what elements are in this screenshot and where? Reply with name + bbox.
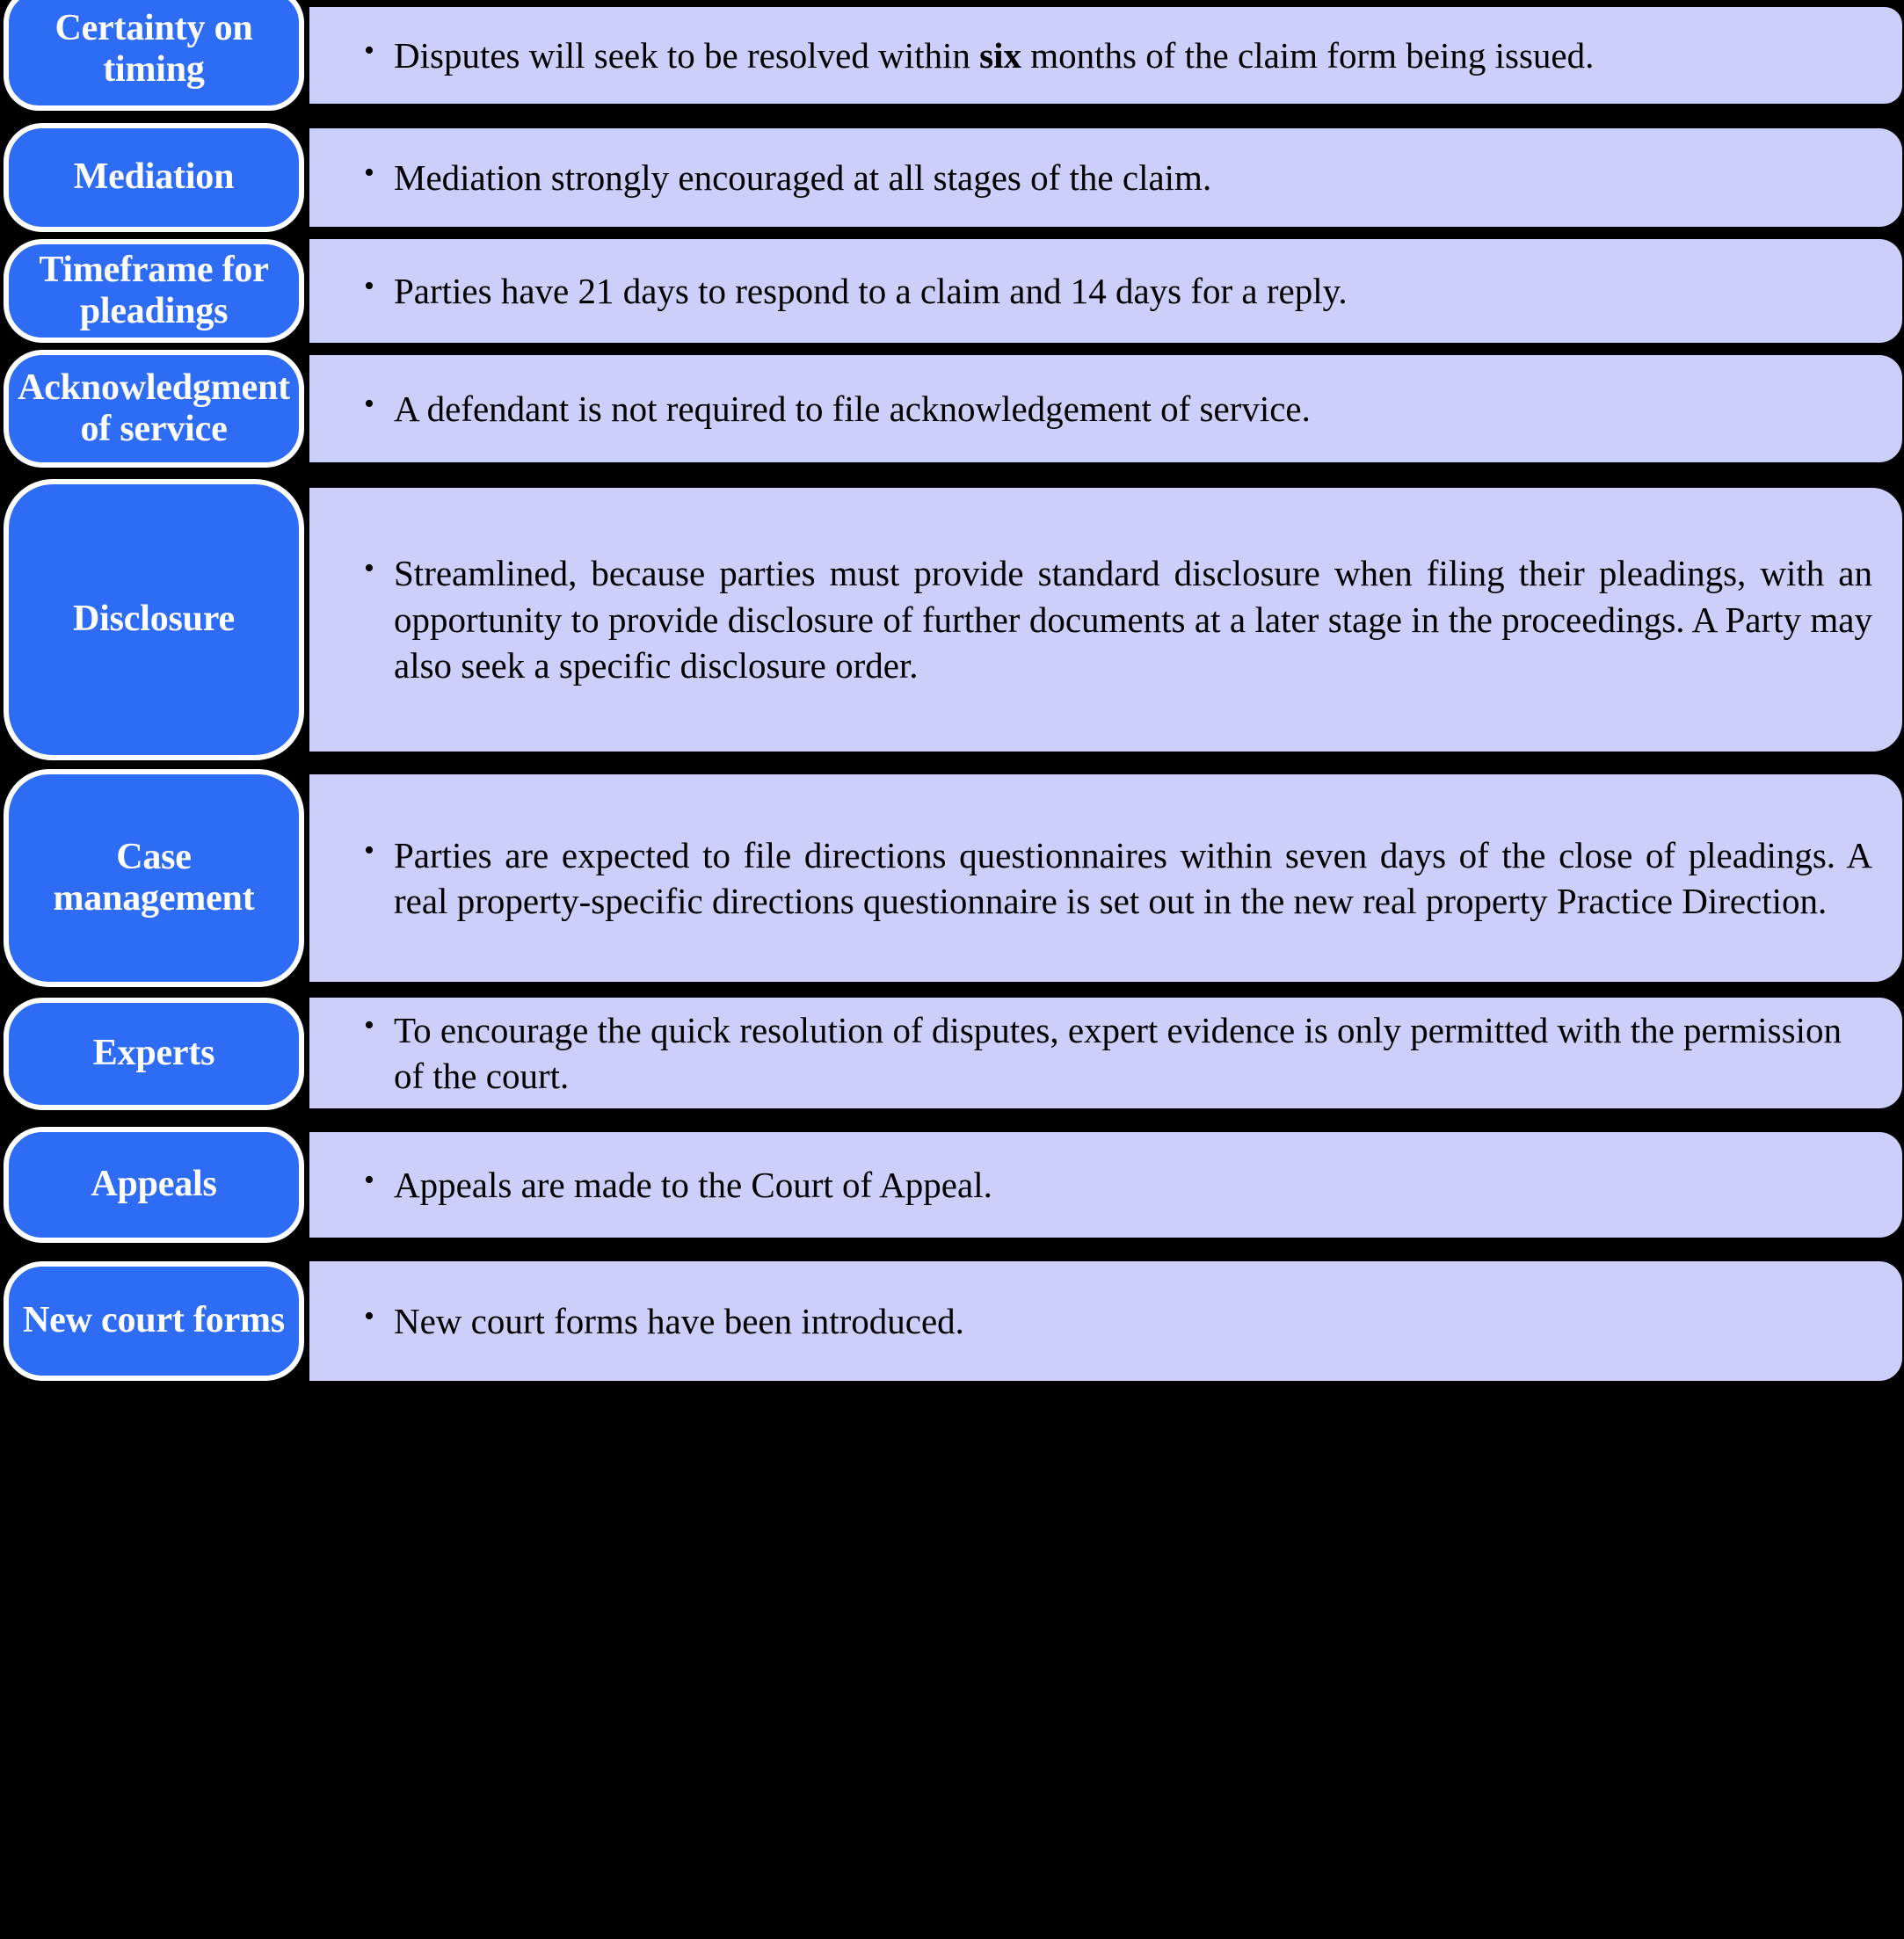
bullet-text-part: Disputes will seek to be resolved within [394, 34, 980, 76]
row-content-acknowledgment-of-service: A defendant is not required to file ackn… [309, 355, 1902, 462]
bullet-item: Parties are expected to file directions … [364, 832, 1872, 925]
row-label-new-court-forms[interactable]: New court forms [4, 1261, 304, 1381]
diagram-row: Certainty on timing Disputes will seek t… [0, 0, 1904, 113]
row-content-new-court-forms: New court forms have been introduced. [309, 1261, 1902, 1381]
row-label-text: Acknowledgment of service [18, 367, 290, 449]
row-label-experts[interactable]: Experts [4, 998, 304, 1110]
row-label-case-management[interactable]: Case management [4, 769, 304, 987]
bullet-list: Appeals are made to the Court of Appeal. [309, 1161, 1902, 1208]
diagram-row: Mediation Mediation strongly encouraged … [0, 123, 1904, 232]
row-content-certainty-on-timing: Disputes will seek to be resolved within… [309, 7, 1902, 104]
bullet-item: Mediation strongly encouraged at all sta… [364, 154, 1872, 200]
bullet-item: New court forms have been introduced. [364, 1297, 1872, 1344]
bullet-list: Parties have 21 days to respond to a cla… [309, 267, 1902, 314]
row-label-text: Mediation [73, 156, 235, 198]
bullet-emphasis: six [979, 34, 1022, 76]
diagram-row: Timeframe for pleadings Parties have 21 … [0, 239, 1904, 343]
row-label-appeals[interactable]: Appeals [4, 1127, 304, 1243]
bullet-item: Streamlined, because parties must provid… [364, 549, 1872, 688]
row-label-mediation[interactable]: Mediation [4, 123, 304, 232]
bullet-list: Parties are expected to file directions … [309, 832, 1902, 925]
bullet-list: A defendant is not required to file ackn… [309, 385, 1902, 432]
bullet-item: To encourage the quick resolution of dis… [364, 1006, 1872, 1100]
row-label-text: Certainty on timing [55, 7, 253, 90]
diagram-row: Case management Parties are expected to … [0, 769, 1904, 987]
row-label-text: Case management [53, 836, 255, 919]
row-label-timeframe-for-pleadings[interactable]: Timeframe for pleadings [4, 239, 304, 343]
row-label-acknowledgment-of-service[interactable]: Acknowledgment of service [4, 350, 304, 468]
row-content-timeframe-for-pleadings: Parties have 21 days to respond to a cla… [309, 239, 1902, 343]
row-label-disclosure[interactable]: Disclosure [4, 479, 304, 760]
bullet-list: Streamlined, because parties must provid… [309, 549, 1902, 688]
row-label-text: Appeals [91, 1164, 217, 1205]
diagram-row: Experts To encourage the quick resolutio… [0, 998, 1904, 1110]
row-content-disclosure: Streamlined, because parties must provid… [309, 488, 1902, 752]
row-label-text: New court forms [23, 1300, 285, 1341]
row-label-text: Disclosure [73, 599, 235, 640]
diagram-row: Acknowledgment of service A defendant is… [0, 350, 1904, 468]
bullet-list: Disputes will seek to be resolved within… [309, 32, 1902, 78]
bullet-item: Parties have 21 days to respond to a cla… [364, 267, 1872, 314]
diagram-row: Appeals Appeals are made to the Court of… [0, 1127, 1904, 1243]
row-content-experts: To encourage the quick resolution of dis… [309, 998, 1902, 1108]
bullet-item: Appeals are made to the Court of Appeal. [364, 1161, 1872, 1208]
row-label-certainty-on-timing[interactable]: Certainty on timing [4, 0, 304, 111]
bullet-list: New court forms have been introduced. [309, 1297, 1902, 1344]
diagram-row: New court forms New court forms have bee… [0, 1261, 1904, 1381]
bullet-text-part: months of the claim form being issued. [1021, 34, 1595, 76]
row-content-case-management: Parties are expected to file directions … [309, 774, 1902, 982]
bullet-item: A defendant is not required to file ackn… [364, 385, 1872, 432]
diagram-row: Disclosure Streamlined, because parties … [0, 479, 1904, 760]
bullet-list: Mediation strongly encouraged at all sta… [309, 154, 1902, 200]
row-label-text: Experts [92, 1033, 215, 1074]
row-content-appeals: Appeals are made to the Court of Appeal. [309, 1132, 1902, 1238]
row-content-mediation: Mediation strongly encouraged at all sta… [309, 128, 1902, 227]
bullet-list: To encourage the quick resolution of dis… [309, 1006, 1902, 1100]
row-label-text: Timeframe for pleadings [39, 249, 269, 331]
bullet-item: Disputes will seek to be resolved within… [364, 32, 1872, 78]
